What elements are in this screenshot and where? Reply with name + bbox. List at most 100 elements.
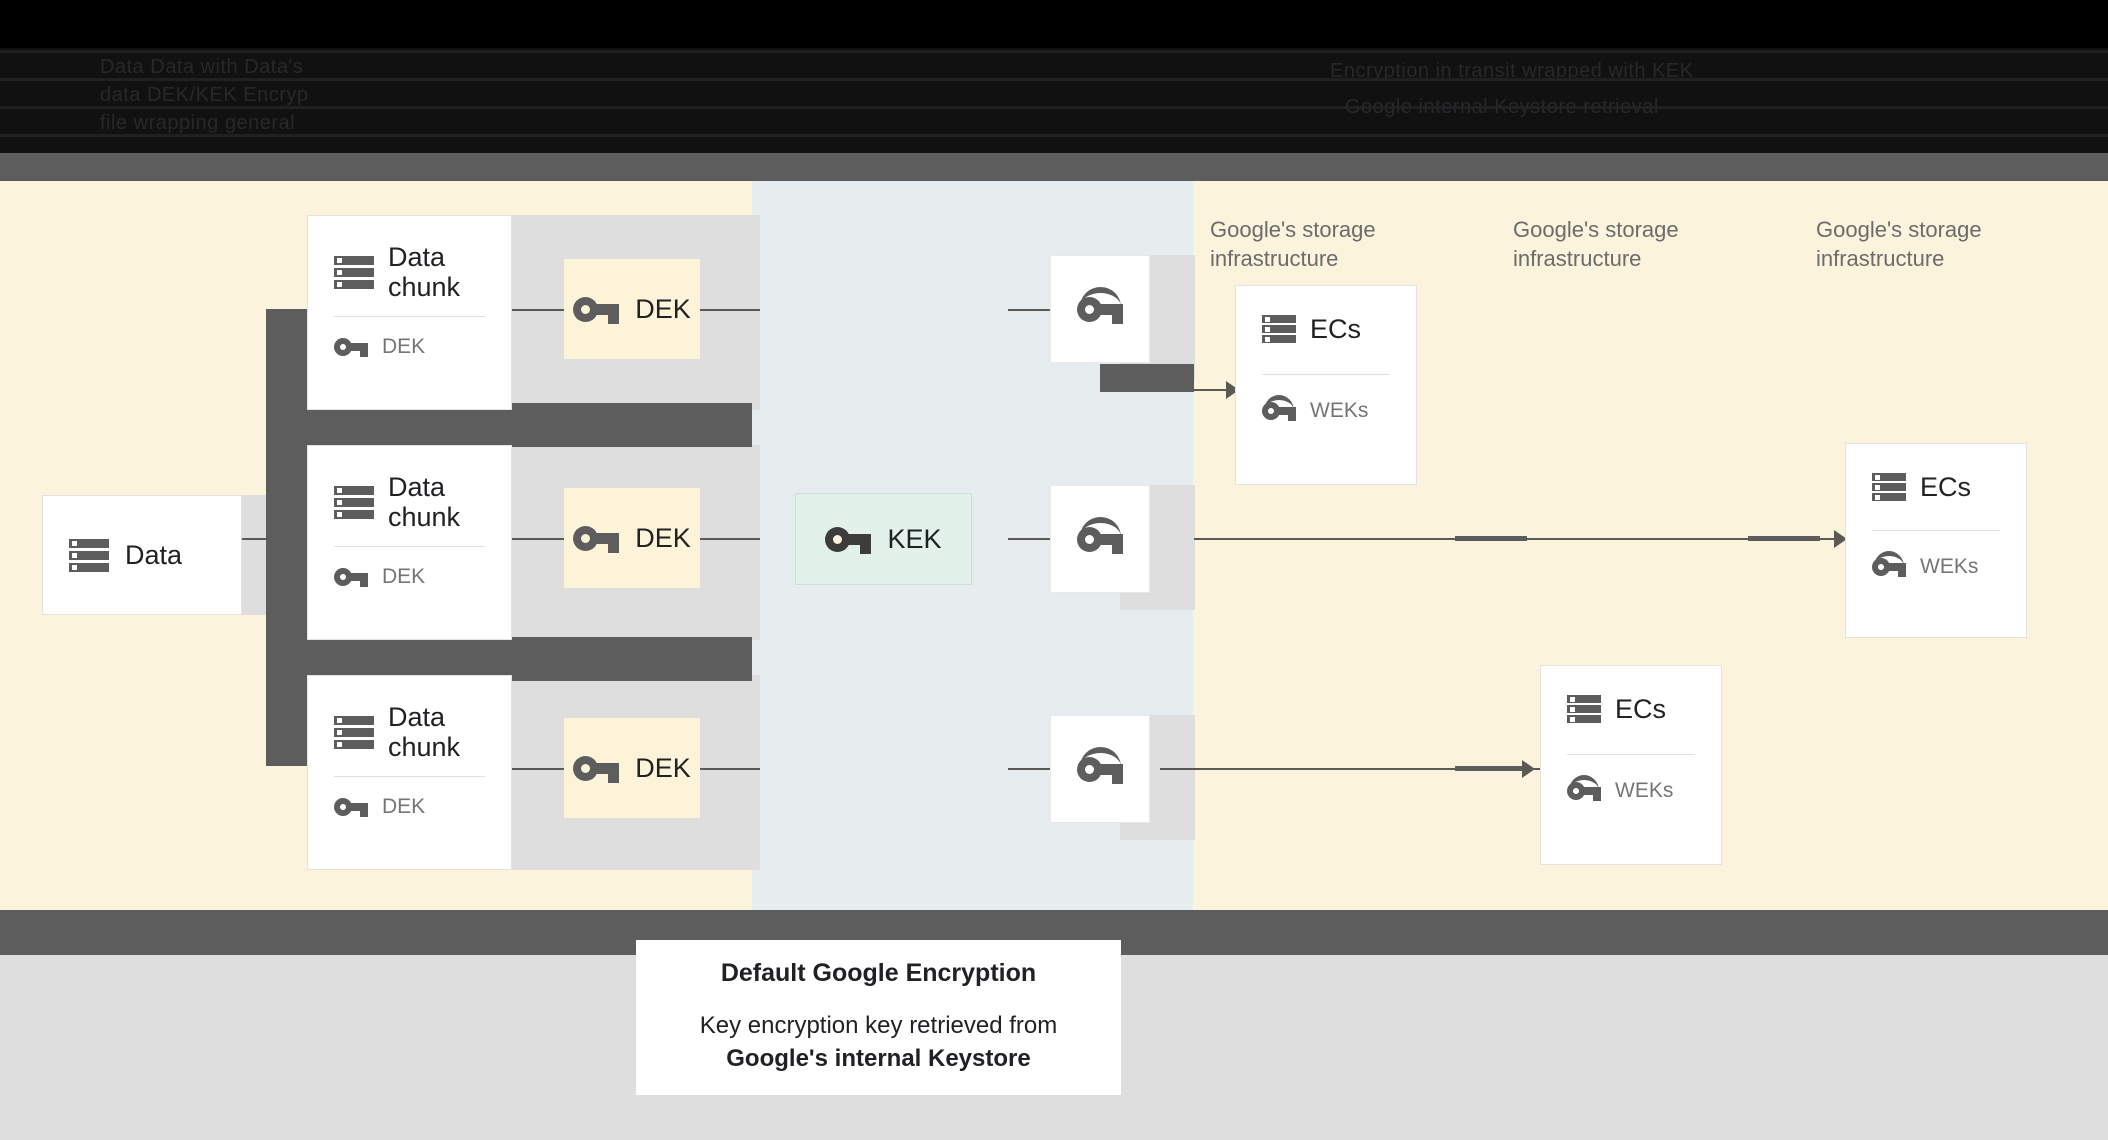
ec-3-header: ECs xyxy=(1541,666,1721,726)
infra-label-3-line1: Google's storage xyxy=(1816,217,1982,242)
server-icon xyxy=(1872,470,1906,504)
obscured-header-line-4: Encryption in transit wrapped with KEK xyxy=(1330,60,1694,82)
ec-box-2[interactable]: ECs WEKs xyxy=(1845,443,2027,638)
ec-2-header: ECs xyxy=(1846,444,2026,504)
obscured-header-line-1: Data Data with Data's xyxy=(100,56,304,78)
wire-dek2-to-panel xyxy=(700,538,760,540)
chunk-2-title: Data chunk xyxy=(388,472,461,533)
trunk-branch-bottom xyxy=(266,637,752,681)
chunk-3-key-label: DEK xyxy=(382,795,426,819)
chunk-2-divider xyxy=(334,546,485,548)
chunk-3-divider xyxy=(334,776,485,778)
wire-panel-to-wkey1 xyxy=(1008,309,1050,311)
chunk-2-key-row: DEK xyxy=(308,547,511,589)
caption-body: Key encryption key retrieved from Google… xyxy=(700,1010,1057,1075)
wrapped-key-icon xyxy=(1077,286,1123,326)
key-icon xyxy=(334,335,368,359)
wrapped-key-icon xyxy=(1077,516,1123,556)
server-icon xyxy=(334,712,374,752)
server-icon xyxy=(69,535,109,575)
wire-chunk1-to-dek1 xyxy=(512,309,564,311)
flow-seg-row2-a xyxy=(1455,536,1527,541)
wrapped-key-card-3[interactable] xyxy=(1050,715,1150,823)
data-source-label: Data xyxy=(125,539,183,570)
key-icon xyxy=(573,752,620,785)
caption-body-line1: Key encryption key retrieved from xyxy=(699,1012,1058,1040)
key-icon xyxy=(334,565,368,589)
chunk-1-divider xyxy=(334,316,485,318)
wire-dek1-to-panel xyxy=(700,309,760,311)
ec-2-key-label: WEKs xyxy=(1920,555,1979,578)
ec-3-divider xyxy=(1567,754,1695,755)
wire-chunk3-to-dek3 xyxy=(512,768,564,770)
trunk-branch-top xyxy=(266,403,752,447)
server-icon xyxy=(1567,692,1601,726)
obscured-header-line-2: data DEK/KEK Encryp xyxy=(100,84,309,106)
ec-2-title: ECs xyxy=(1920,471,1972,502)
infra-label-1: Google's storage infrastructure xyxy=(1210,215,1376,274)
ec-2-key-row: WEKs xyxy=(1846,531,2026,579)
chunk-1-header: Data chunk xyxy=(308,216,511,302)
flow-wire-row1 xyxy=(1194,389,1238,391)
trunk-vertical xyxy=(266,309,308,766)
chunk-1-title: Data chunk xyxy=(388,242,461,303)
caption-title: Default Google Encryption xyxy=(720,959,1037,988)
wrapped-key-card-1[interactable] xyxy=(1050,255,1150,363)
header-grey-strip xyxy=(0,153,2108,181)
flow-seg-row2-b xyxy=(1748,536,1820,541)
dek-box-3-label: DEK xyxy=(635,752,691,783)
flow-seg-row3 xyxy=(1455,766,1527,771)
ec-3-key-row: WEKs xyxy=(1541,755,1721,803)
obscured-header-region: Data Data with Data's data DEK/KEK Encry… xyxy=(0,48,2108,153)
data-chunk-card-1[interactable]: Data chunk DEK xyxy=(307,215,512,410)
chunk-2-key-label: DEK xyxy=(382,565,426,589)
dek-box-2-label: DEK xyxy=(635,522,691,553)
wire-data-to-trunk xyxy=(226,538,268,540)
infra-label-2: Google's storage infrastructure xyxy=(1513,215,1679,274)
ec-3-title: ECs xyxy=(1615,693,1667,724)
ec-3-key-label: WEKs xyxy=(1615,779,1674,802)
flow-wire-row3 xyxy=(1160,768,1540,770)
wrapped-key-card-2[interactable] xyxy=(1050,485,1150,593)
wrapped-key-icon xyxy=(1567,775,1601,803)
kek-box[interactable]: KEK xyxy=(795,493,972,585)
wire-dek3-to-panel xyxy=(700,768,760,770)
flow-arrow-row3 xyxy=(1522,760,1535,778)
server-icon xyxy=(334,482,374,522)
wrapped-key-icon xyxy=(1262,395,1296,423)
ec-box-3[interactable]: ECs WEKs xyxy=(1540,665,1722,865)
data-chunk-card-2[interactable]: Data chunk DEK xyxy=(307,445,512,640)
dek-box-1[interactable]: DEK xyxy=(564,259,700,359)
chunk-2-header: Data chunk xyxy=(308,446,511,532)
ec-1-divider xyxy=(1262,374,1390,375)
ec-1-key-label: WEKs xyxy=(1310,399,1369,422)
flow-bar-row1 xyxy=(1100,364,1194,392)
data-source-card[interactable]: Data xyxy=(42,495,242,615)
key-icon xyxy=(334,795,368,819)
ec-1-title: ECs xyxy=(1310,313,1362,344)
infra-label-2-line1: Google's storage xyxy=(1513,217,1679,242)
key-icon xyxy=(573,522,620,555)
dek-box-1-label: DEK xyxy=(635,293,691,324)
data-chunk-card-3[interactable]: Data chunk DEK xyxy=(307,675,512,870)
infra-label-3: Google's storage infrastructure xyxy=(1816,215,1982,274)
key-icon xyxy=(573,293,620,326)
infra-label-1-line2: infrastructure xyxy=(1210,246,1339,272)
wire-panel-to-wkey3 xyxy=(1008,768,1050,770)
ec-1-key-row: WEKs xyxy=(1236,375,1416,423)
dek-box-3[interactable]: DEK xyxy=(564,718,700,818)
infra-label-1-line1: Google's storage xyxy=(1210,217,1376,242)
chunk-1-key-row: DEK xyxy=(308,317,511,359)
ec-2-divider xyxy=(1872,530,2000,531)
kek-box-label: KEK xyxy=(887,523,942,554)
infra-label-2-line2: infrastructure xyxy=(1513,246,1642,272)
ec-box-1[interactable]: ECs WEKs xyxy=(1235,285,1417,485)
wire-kek-to-wkey2 xyxy=(1008,538,1050,540)
infra-label-3-line2: infrastructure xyxy=(1816,246,1945,272)
caption-body-line2: Google's internal Keystore xyxy=(726,1045,1031,1072)
dek-box-2[interactable]: DEK xyxy=(564,488,700,588)
wire-chunk2-to-dek2 xyxy=(512,538,564,540)
chunk-3-title: Data chunk xyxy=(388,702,461,763)
chunk-3-header: Data chunk xyxy=(308,676,511,762)
